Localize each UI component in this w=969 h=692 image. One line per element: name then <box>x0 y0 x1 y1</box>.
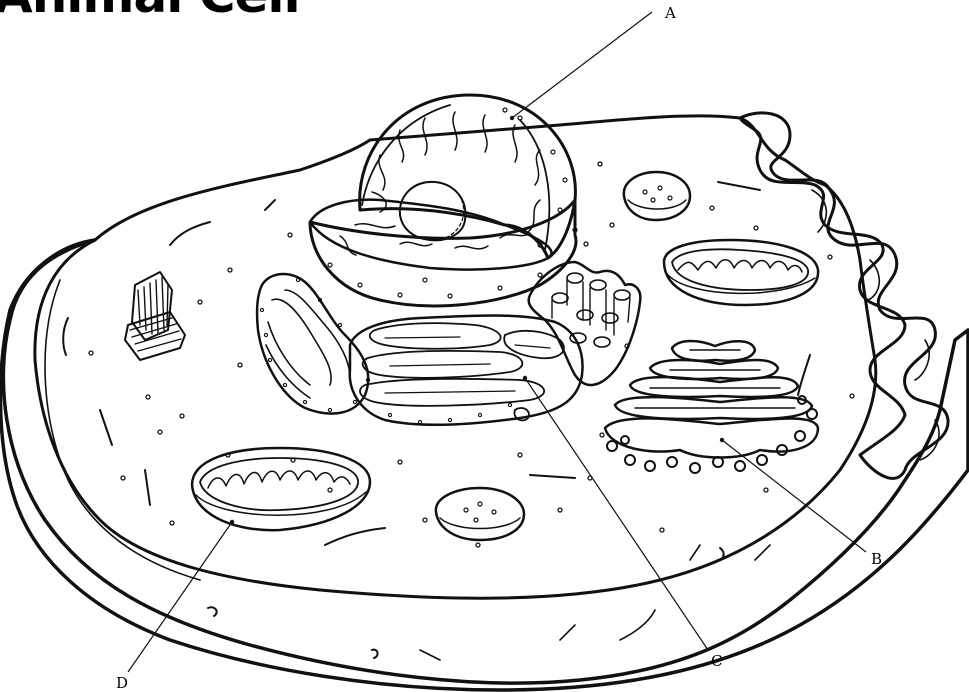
vesicle-bottom <box>436 488 524 540</box>
vesicle-top <box>624 172 690 220</box>
leader-line-b <box>722 440 866 552</box>
label-c: C <box>711 652 722 670</box>
cell-body <box>0 113 968 690</box>
label-a: A <box>664 4 676 22</box>
centriole <box>125 272 185 360</box>
endoplasmic-reticulum <box>257 262 640 425</box>
golgi-apparatus <box>605 341 818 473</box>
mitochondrion-bottom <box>192 448 370 530</box>
leader-line-d <box>128 522 232 672</box>
leader-dots <box>230 116 724 524</box>
leader-line-a <box>512 12 652 118</box>
label-b: B <box>871 550 882 568</box>
label-d: D <box>116 674 128 692</box>
mitochondrion-top <box>664 240 818 305</box>
